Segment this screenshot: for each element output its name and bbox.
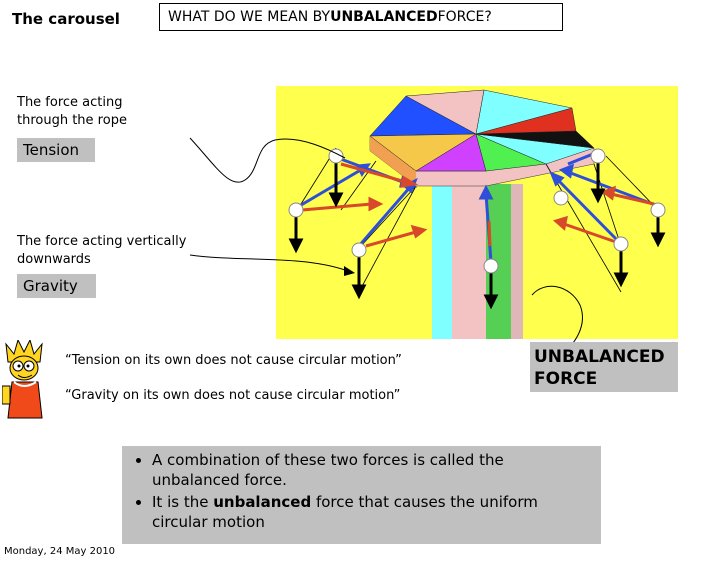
unbalanced-force-arrows <box>301 162 655 248</box>
quote-gravity: “Gravity on its own does not cause circu… <box>65 388 401 403</box>
tension-label: Tension <box>17 138 95 162</box>
summary-item: It is the unbalanced force that causes t… <box>152 492 593 532</box>
carousel-seats <box>288 148 666 274</box>
heading-box: WHAT DO WE MEAN BY UNBALANCED FORCE? <box>159 3 563 31</box>
carousel-canopy-top <box>369 89 595 172</box>
summary-box: A combination of these two forces is cal… <box>122 446 601 544</box>
slide-title: The carousel <box>12 10 120 28</box>
lisa-simpson-icon <box>2 340 43 419</box>
heading-suffix: FORCE? <box>437 9 492 25</box>
unbalanced-force-box: UNBALANCED FORCE <box>530 342 678 392</box>
summary-item-pre: It is the <box>152 493 214 511</box>
unbalanced-force-line1: UNBALANCED <box>534 347 665 367</box>
carousel-pole <box>432 184 523 339</box>
unbalanced-force-line2: FORCE <box>534 369 598 389</box>
heading-emphasis: UNBALANCED <box>330 9 438 25</box>
quote-tension: “Tension on its own does not cause circu… <box>65 353 402 368</box>
footer-date: Monday, 24 May 2010 <box>4 546 116 557</box>
summary-list: A combination of these two forces is cal… <box>130 450 593 532</box>
summary-item: A combination of these two forces is cal… <box>152 450 593 490</box>
gravity-label: Gravity <box>17 274 96 298</box>
summary-item-post: force that causes the uniform circular m… <box>152 493 538 531</box>
note-downward-force: The force acting vertically downwards <box>17 234 187 267</box>
summary-item-bold: unbalanced <box>213 493 312 511</box>
note-rope-force: The force acting through the rope <box>17 95 127 128</box>
heading-prefix: WHAT DO WE MEAN BY <box>168 9 331 25</box>
carousel-diagram <box>276 86 678 339</box>
gravity-arrows <box>288 160 666 310</box>
